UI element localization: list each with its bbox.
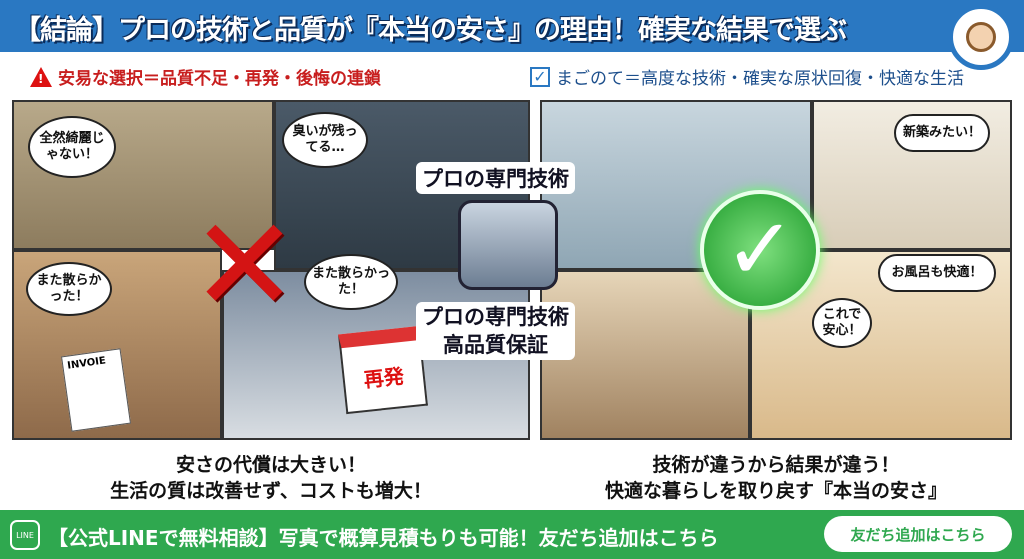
caption-line: 安さの代償は大きい！ [175,454,366,476]
invoice-paper: INVOIE [61,348,131,432]
speech-bubble: これで安心！ [812,298,872,348]
panel-vacuum [540,270,750,440]
mascot-icon [966,22,996,52]
center-label-top: プロの専門技術 [416,162,575,194]
title-bar [0,0,1024,52]
calendar-icon: 再発 [338,325,428,415]
right-heading-text: まごのて＝高度な技術・確実な原状回復・快適な生活 [556,69,964,89]
caption-line: 快適な暮らしを取り戻す『本当の安さ』 [604,480,947,502]
speech-bubble: 臭いが残ってる… [282,112,368,168]
right-heading: ✓ まごのて＝高度な技術・確実な原状回復・快適な生活 [530,64,964,89]
add-friend-button[interactable]: 友だち追加はこちら [824,516,1012,552]
speech-bubble: 全然綺麗じゃない！ [28,116,116,178]
speech-bubble: また散らかった！ [304,254,398,310]
left-caption: 安さの代償は大きい！ 生活の質は改善せず、コストも増大！ [12,452,530,504]
company-logo [948,4,1014,70]
green-check-icon: ✓ [700,190,820,310]
red-x-icon: ✕ [190,189,299,341]
cleaning-machine-icon [458,200,558,290]
speech-bubble: 新築みたい！ [894,114,990,152]
left-heading: ! 安易な選択＝品質不足・再発・後悔の連鎖 [30,64,381,89]
caption-line: 技術が違うから結果が違う！ [652,454,900,476]
left-heading-text: 安易な選択＝品質不足・再発・後悔の連鎖 [58,69,381,89]
center-label-line: 高品質保証 [443,333,548,357]
page-title: 【結論】プロの技術と品質が『本当の安さ』の理由！確実な結果で選ぶ [14,15,847,46]
line-icon: LINE [10,520,40,550]
center-label-bottom: プロの専門技術 高品質保証 [416,302,575,360]
checkbox-icon: ✓ [530,66,550,87]
warning-icon: ! [30,66,52,87]
speech-bubble: お風呂も快適！ [878,254,996,292]
right-caption: 技術が違うから結果が違う！ 快適な暮らしを取り戻す『本当の安さ』 [540,452,1012,504]
caption-line: 生活の質は改善せず、コストも増大！ [110,480,432,502]
speech-bubble: また散らかった！ [26,262,112,316]
footer-text[interactable]: 【公式LINEで無料相談】写真で概算見積もりも可能！友だち追加はこちら [48,526,719,550]
center-label-line: プロの専門技術 [422,305,569,329]
